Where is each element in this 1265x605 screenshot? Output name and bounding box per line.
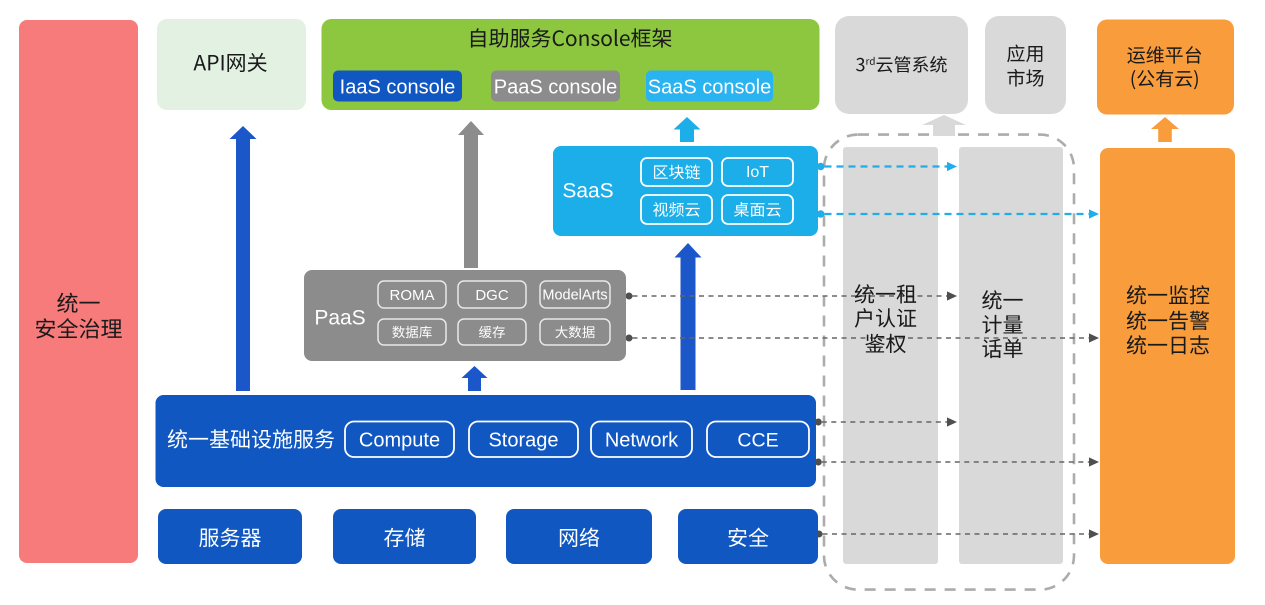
svg-text:SaaS: SaaS — [562, 179, 613, 202]
svg-text:Compute: Compute — [359, 430, 440, 452]
svg-text:IaaS console: IaaS console — [340, 77, 456, 99]
svg-text:Network: Network — [605, 430, 679, 452]
svg-text:PaaS console: PaaS console — [494, 77, 617, 99]
svg-text:IoT: IoT — [746, 164, 769, 181]
svg-text:SaaS console: SaaS console — [648, 77, 771, 99]
svg-text:PaaS: PaaS — [314, 306, 365, 329]
svg-text:CCE: CCE — [737, 429, 778, 451]
svg-text:DGC: DGC — [475, 287, 509, 304]
svg-text:ModelArts: ModelArts — [542, 288, 607, 304]
svg-text:Storage: Storage — [488, 430, 558, 452]
svg-text:ROMA: ROMA — [390, 287, 435, 304]
